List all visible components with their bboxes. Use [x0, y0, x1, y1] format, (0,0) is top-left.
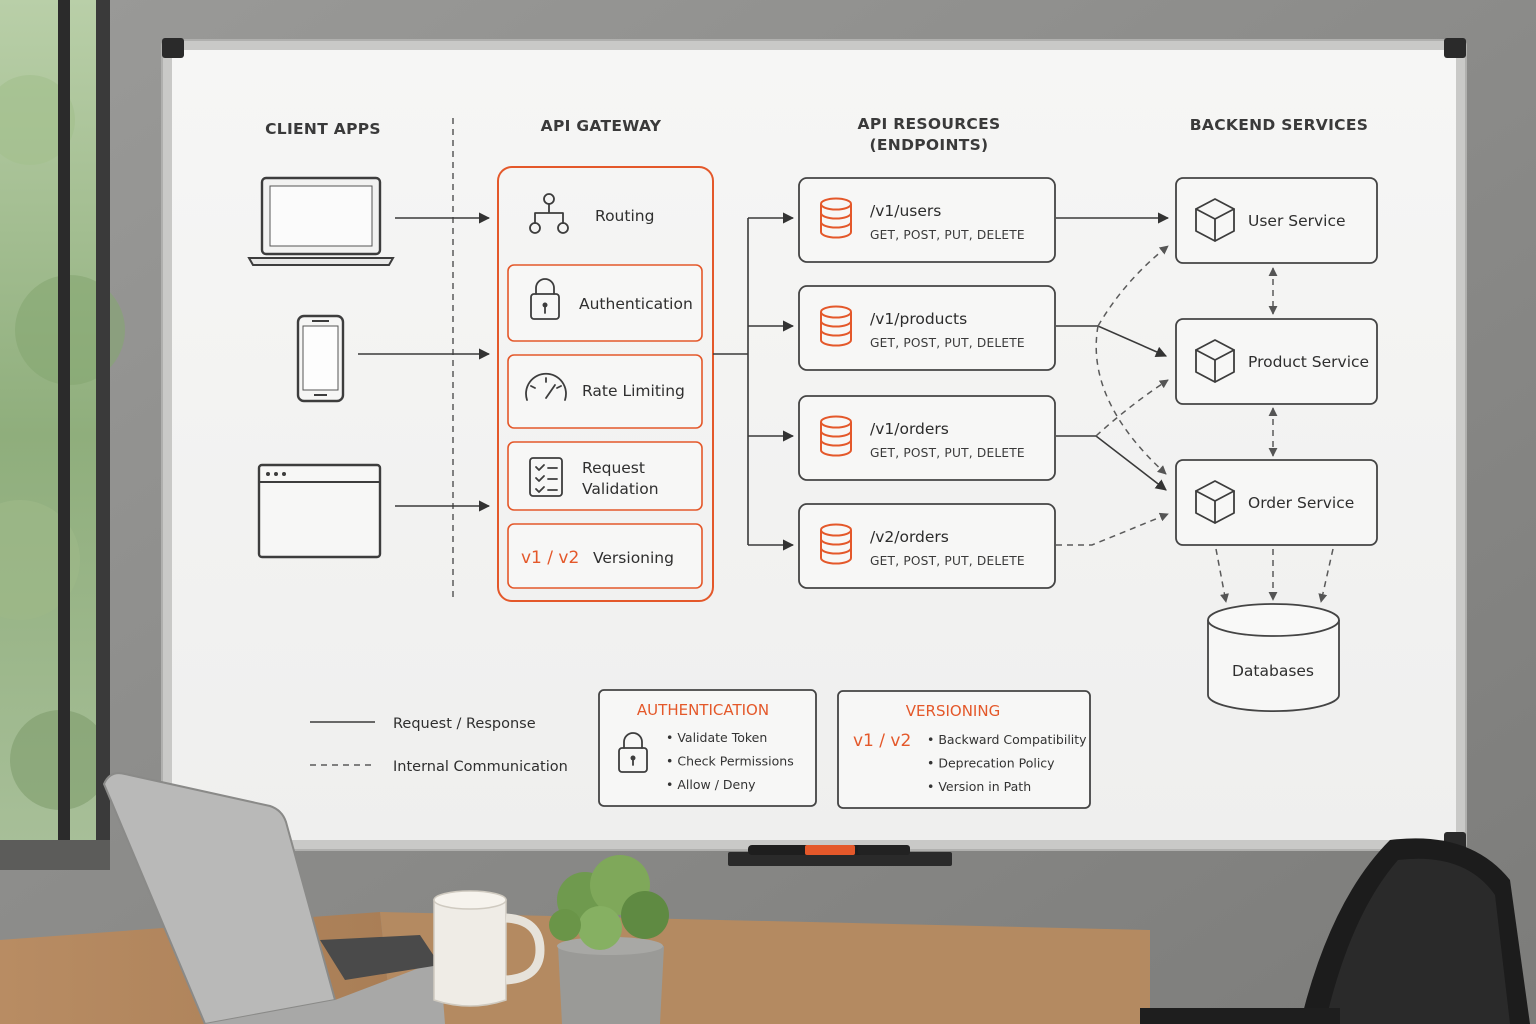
api-resources-subtitle: (ENDPOINTS) — [870, 136, 989, 154]
authentication-label: Authentication — [579, 295, 693, 313]
service-inter-links — [1215, 267, 1334, 603]
authentication-card-title: AUTHENTICATION — [637, 701, 769, 719]
backend-services-title: BACKEND SERVICES — [1190, 116, 1368, 134]
authentication-bullet: • Check Permissions — [666, 754, 794, 769]
laptop-icon — [247, 176, 395, 266]
endpoint-methods: GET, POST, PUT, DELETE — [870, 446, 1025, 460]
versioning-bullet: • Deprecation Policy — [927, 756, 1055, 771]
endpoint-box — [798, 503, 1056, 589]
coffee-mug — [433, 890, 545, 1007]
endpoint-path: /v1/orders — [870, 420, 949, 438]
browser-window-icon — [257, 463, 382, 559]
request-validation-module — [507, 441, 703, 511]
request-validation-label-line2: Validation — [582, 480, 659, 498]
service-box — [1175, 318, 1378, 405]
marker-tray — [728, 845, 952, 866]
client-apps-title: CLIENT APPS — [265, 120, 381, 138]
database-icon — [820, 305, 852, 347]
api-resources-title: API RESOURCES — [858, 115, 1001, 133]
versioning-bullet: • Version in Path — [927, 779, 1031, 794]
office-chair — [1140, 838, 1530, 1024]
cube-icon — [1195, 339, 1235, 383]
endpoint-path: /v2/orders — [870, 528, 949, 546]
legend-dashed-label: Internal Communication — [393, 759, 568, 775]
database-icon — [820, 523, 852, 565]
endpoint-path: /v1/products — [870, 310, 967, 328]
checklist-icon — [529, 457, 563, 497]
versioning-tag: v1 / v2 — [521, 548, 579, 568]
endpoint-methods: GET, POST, PUT, DELETE — [870, 228, 1025, 242]
endpoint-methods: GET, POST, PUT, DELETE — [870, 336, 1025, 350]
database-icon — [820, 197, 852, 239]
versioning-card-tag: v1 / v2 — [853, 731, 911, 751]
service-card: Product Service — [1175, 318, 1378, 405]
window — [0, 0, 125, 870]
database-icon — [820, 415, 852, 457]
authentication-card — [598, 689, 817, 807]
versioning-card-items: • Backward Compatibility • Deprecation Po… — [927, 732, 1087, 794]
authentication-bullet: • Allow / Deny — [666, 777, 756, 792]
cube-icon — [1195, 198, 1235, 242]
routing-tree-icon — [529, 193, 569, 234]
api-gateway-box — [497, 166, 714, 602]
desk-laptop — [102, 772, 445, 1024]
endpoint-path: /v1/users — [870, 202, 941, 220]
legend-solid-label: Request / Response — [393, 716, 536, 732]
endpoint-box — [798, 285, 1056, 371]
endpoint-methods: GET, POST, PUT, DELETE — [870, 554, 1025, 568]
request-validation-label-line1: Request — [582, 459, 645, 477]
versioning-card-title: VERSIONING — [906, 702, 1000, 720]
gateway-to-endpoints-connectors — [713, 212, 795, 551]
service-box — [1175, 459, 1378, 546]
phone-icon — [296, 314, 345, 403]
versioning-card — [837, 690, 1091, 809]
database-label: Databases — [1232, 662, 1314, 680]
versioning-bullet: • Backward Compatibility — [927, 732, 1087, 747]
lock-icon — [530, 278, 560, 320]
rate-limiting-label: Rate Limiting — [582, 382, 685, 400]
service-label: Product Service — [1248, 353, 1369, 371]
versioning-label: Versioning — [593, 549, 674, 567]
potted-plant — [549, 855, 669, 1024]
authentication-bullet: • Validate Token — [666, 730, 767, 745]
lock-icon — [618, 732, 648, 773]
endpoint-box — [798, 395, 1056, 481]
legend: Request / Response Internal Communicatio… — [310, 716, 568, 775]
database-cylinder — [1207, 603, 1340, 713]
gauge-icon — [525, 372, 567, 401]
endpoint-box — [798, 177, 1056, 263]
endpoint-to-service-connectors — [1056, 212, 1170, 546]
api-gateway-title: API GATEWAY — [541, 117, 662, 135]
service-card: Order Service — [1175, 459, 1378, 546]
versioning-module — [507, 523, 703, 589]
rate-limiting-module — [507, 354, 703, 429]
authentication-module — [507, 264, 703, 342]
authentication-card-items: • Validate Token • Check Permissions • All… — [666, 730, 794, 792]
service-label: User Service — [1248, 212, 1346, 230]
service-box — [1175, 177, 1378, 264]
service-label: Order Service — [1248, 494, 1354, 512]
service-card: User Service — [1175, 177, 1378, 264]
cube-icon — [1195, 480, 1235, 524]
routing-label: Routing — [595, 207, 654, 225]
